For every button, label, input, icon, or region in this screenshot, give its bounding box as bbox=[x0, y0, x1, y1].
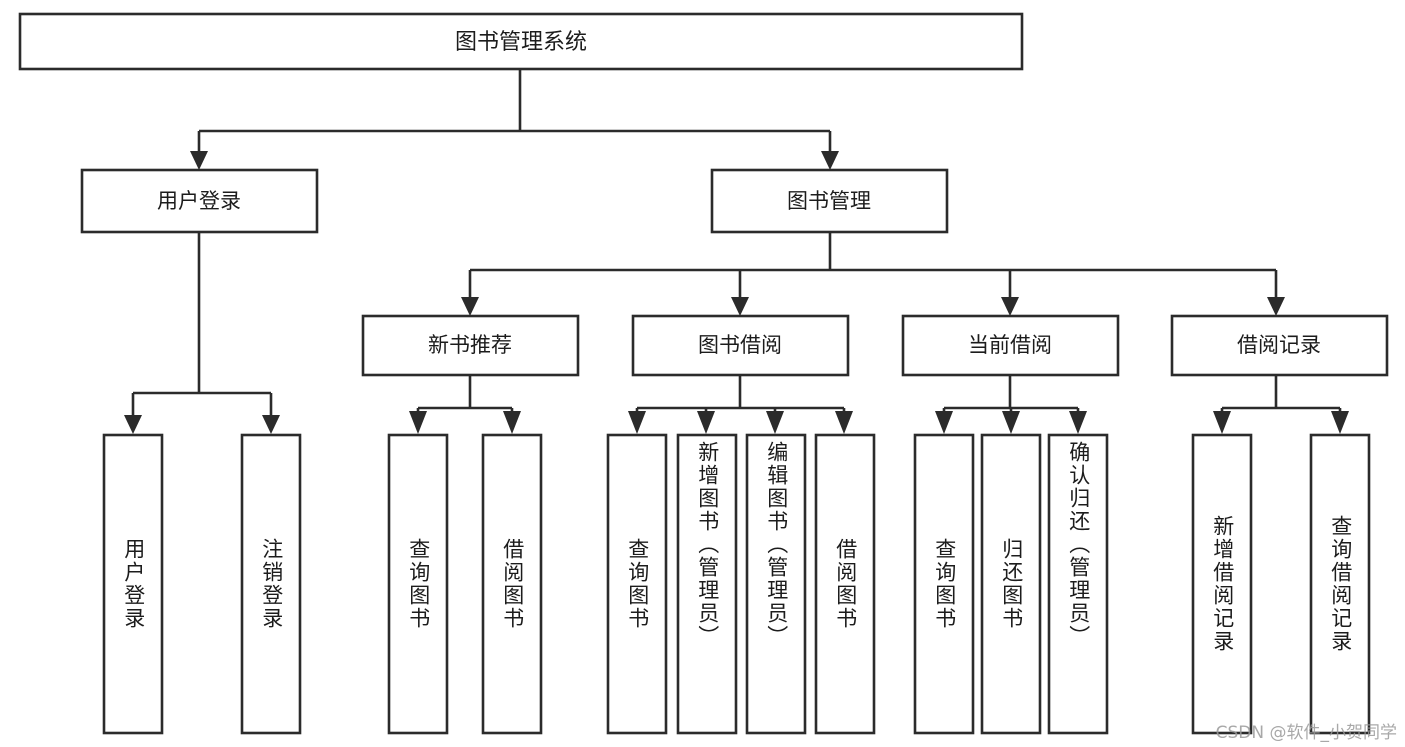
arrow-head-current-borrow-leaf-2 bbox=[1002, 411, 1020, 434]
arrow-head-current-borrow-leaf-3 bbox=[1069, 411, 1087, 434]
arrow-head-new-book-leaf-2 bbox=[503, 411, 521, 434]
arrow-head-borrow-record-leaf-2 bbox=[1331, 411, 1349, 434]
connector-group-root-arrows bbox=[190, 69, 839, 170]
arrow-head-level3-2 bbox=[731, 297, 749, 316]
arrow-head-user-login-leaf-2 bbox=[262, 415, 280, 434]
leaf-box-book-borrow-2[interactable] bbox=[676, 433, 738, 735]
leaf-box-new-book-2[interactable] bbox=[481, 433, 543, 735]
connector-group-new-book-leaves bbox=[409, 375, 521, 434]
node-root-system[interactable]: 图书管理系统 bbox=[18, 12, 1024, 71]
arrow-head-book-borrow-leaf-2 bbox=[697, 411, 715, 434]
node-borrow-record-label: 借阅记录 bbox=[1237, 333, 1321, 357]
arrow-head-level3-4 bbox=[1267, 297, 1285, 316]
leaf-box-user-login-2[interactable] bbox=[240, 433, 302, 735]
node-user-login[interactable]: 用户登录 bbox=[80, 168, 319, 234]
leaf-box-current-borrow-3[interactable] bbox=[1047, 433, 1109, 735]
connector-group-current-borrow-leaves bbox=[935, 375, 1087, 434]
node-borrow-record-box[interactable] bbox=[1170, 314, 1389, 377]
node-book-manage[interactable]: 图书管理 bbox=[710, 168, 949, 234]
leaf-box-user-login-1[interactable] bbox=[102, 433, 164, 735]
node-book-borrow[interactable]: 图书借阅 bbox=[631, 314, 850, 377]
arrow-head-book-borrow-leaf-4 bbox=[835, 411, 853, 434]
leaf-box-new-book-1[interactable] bbox=[387, 433, 449, 735]
arrow-head-level3-3 bbox=[1001, 297, 1019, 316]
leaf-box-borrow-record-1[interactable] bbox=[1191, 433, 1253, 735]
node-new-book-recommend-label: 新书推荐 bbox=[428, 333, 512, 357]
node-root-label: 图书管理系统 bbox=[455, 30, 587, 55]
node-new-book-recommend[interactable]: 新书推荐 bbox=[361, 314, 580, 377]
arrow-head-book-borrow-leaf-3 bbox=[766, 411, 784, 434]
arrow-head-book-borrow-leaf-1 bbox=[628, 411, 646, 434]
arrow-head-borrow-record-leaf-1 bbox=[1213, 411, 1231, 434]
leaf-box-borrow-record-2[interactable] bbox=[1309, 433, 1371, 735]
leaf-box-book-borrow-1[interactable] bbox=[606, 433, 668, 735]
arrow-head-book-manage bbox=[821, 151, 839, 170]
connector-group-borrow-record-leaves bbox=[1213, 375, 1349, 434]
csdn-watermark: CSDN @软件_小贺同学 bbox=[1215, 723, 1397, 743]
node-new-book-recommend-box[interactable] bbox=[361, 314, 580, 377]
leaf-box-book-borrow-3[interactable] bbox=[745, 433, 807, 735]
node-book-borrow-label: 图书借阅 bbox=[698, 333, 782, 357]
leaf-box-book-borrow-4[interactable] bbox=[814, 433, 876, 735]
arrow-head-user-login-leaf-1 bbox=[124, 415, 142, 434]
node-book-manage-label: 图书管理 bbox=[787, 189, 871, 213]
node-current-borrow-box[interactable] bbox=[901, 314, 1120, 377]
node-user-login-box[interactable] bbox=[80, 168, 319, 234]
node-user-login-label: 用户登录 bbox=[157, 189, 241, 213]
arrow-head-current-borrow-leaf-1 bbox=[935, 411, 953, 434]
connector-group-book-borrow-leaves bbox=[628, 375, 853, 434]
arrow-head-level3-1 bbox=[461, 297, 479, 316]
node-book-borrow-box[interactable] bbox=[631, 314, 850, 377]
connector-group-user-login-leaves bbox=[124, 232, 280, 434]
leaf-box-current-borrow-1[interactable] bbox=[913, 433, 975, 735]
arrow-head-new-book-leaf-1 bbox=[409, 411, 427, 434]
arrow-head-user-login bbox=[190, 151, 208, 170]
leaf-box-current-borrow-2[interactable] bbox=[980, 433, 1042, 735]
node-current-borrow-label: 当前借阅 bbox=[968, 333, 1052, 357]
node-borrow-record[interactable]: 借阅记录 bbox=[1170, 314, 1389, 377]
node-root-box[interactable] bbox=[18, 12, 1024, 71]
connector-group-level2-to-level3 bbox=[461, 232, 1285, 316]
node-book-manage-box[interactable] bbox=[710, 168, 949, 234]
node-current-borrow[interactable]: 当前借阅 bbox=[901, 314, 1120, 377]
